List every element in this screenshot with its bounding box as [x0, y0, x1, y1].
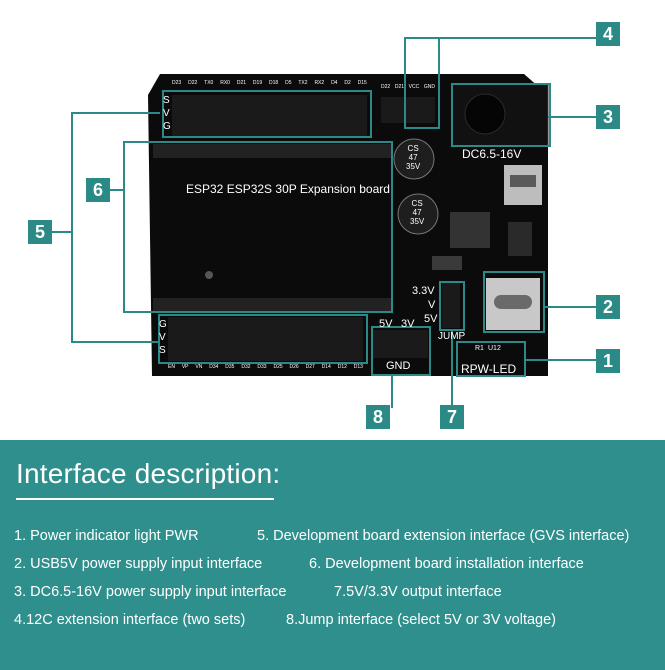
pin-label: TX2	[298, 80, 308, 86]
callout-outlines	[52, 37, 596, 408]
interface-item-4: 4.12C extension interface (two sets)	[14, 612, 246, 628]
pin-label: D35	[225, 364, 235, 370]
diode	[508, 222, 532, 256]
interface-item-1: 1. Power indicator light PWR	[14, 528, 199, 544]
jumper-3v-label: 3V	[401, 318, 415, 330]
callout-4: 4	[596, 22, 620, 46]
pin-label: RX0	[220, 80, 230, 86]
interface-heading: Interface description:	[16, 458, 281, 489]
bottom-gvs-header	[168, 317, 363, 361]
pin-label: D26	[289, 364, 299, 370]
pin-label: D2	[344, 80, 351, 86]
pin-label: EN	[168, 364, 175, 370]
u12-label: U12	[488, 345, 501, 352]
pin-label: D18	[269, 80, 279, 86]
gnd-label: GND	[386, 360, 411, 372]
pin-label: D25	[273, 364, 283, 370]
pin-label: VP	[181, 364, 189, 370]
pin-label: D33	[257, 364, 267, 370]
r1-label: R1	[475, 345, 484, 352]
pin-label: VCC	[408, 84, 420, 90]
pin-label: GND	[423, 84, 435, 90]
pin-label: D5	[285, 80, 292, 86]
interface-item-2: 2. USB5V power supply input interface	[14, 556, 263, 572]
pin-label: D34	[209, 364, 219, 370]
pin-label: RX2	[314, 80, 325, 86]
callout-2: 2	[596, 295, 620, 319]
jump-header	[442, 282, 460, 328]
interface-item-8: 8.Jump interface (select 5V or 3V voltag…	[286, 612, 556, 628]
pin-label: D4	[331, 80, 338, 86]
led-label: RPW-LED	[461, 362, 517, 376]
top-pin-labels: D23 D22 TX0 RX0 D21 D19 D18 D5 TX2 RX2 D4 D2 D15	[172, 80, 367, 94]
top-svg-letters: S V G	[163, 95, 171, 132]
volt-5-label: 5V	[424, 313, 438, 325]
bottom-pin-labels: EN VP VN D34 D35 D32 D33 D25 D26 D27 D14 D12 D13	[168, 364, 363, 378]
regulator-chip	[450, 212, 490, 248]
pin-label: TX0	[204, 80, 214, 86]
pin-label: D12	[337, 364, 347, 370]
pin-label: D14	[321, 364, 331, 370]
callout-8: 8	[366, 405, 390, 429]
pin-label: D19	[252, 80, 263, 86]
pin-label: VN	[195, 364, 203, 370]
board-title: ESP32 ESP32S 30P Expansion board	[186, 182, 390, 196]
pin-label: D13	[353, 364, 363, 370]
callout-6: 6	[86, 178, 110, 202]
board-illustration	[52, 37, 596, 408]
callout-3: 3	[596, 105, 620, 129]
mounting-hole	[205, 271, 213, 279]
bottom-gvs-letters: G V S	[159, 319, 167, 356]
capacitor-1	[393, 138, 435, 180]
top-gvs-header	[172, 95, 367, 137]
heading-underline	[16, 498, 274, 500]
small-component	[432, 256, 462, 270]
product-photo: ESP32 ESP32S 30P Expansion board DC6.5-1…	[28, 22, 620, 429]
callout-1: 1	[596, 349, 620, 373]
jumper-5v-label: 5V	[379, 318, 393, 330]
top-female-header	[153, 144, 393, 158]
interface-item-6: 6. Development board installation interf…	[309, 556, 584, 572]
i2c-header	[381, 97, 435, 123]
pin-label: D21	[394, 84, 405, 90]
callout-7: 7	[440, 405, 464, 429]
interface-panel	[0, 440, 665, 670]
interface-item-3: 3. DC6.5-16V power supply input interfac…	[14, 584, 287, 600]
dc-label: DC6.5-16V	[462, 147, 522, 161]
pin-label: D21	[236, 80, 247, 86]
pin-label: D15	[357, 80, 367, 86]
interface-item-7: 7.5V/3.3V output interface	[334, 584, 502, 600]
callout-5: 5	[28, 220, 52, 244]
capacitor-2	[397, 193, 439, 235]
jump-label: JUMP	[438, 331, 466, 342]
bottom-female-header	[153, 298, 393, 312]
pin-label: D27	[305, 364, 315, 370]
pin-label: D22	[381, 84, 391, 90]
volt-33-label: 3.3V	[412, 285, 435, 297]
interface-item-5: 5. Development board extension interface…	[257, 528, 630, 544]
volt-v-label: V	[428, 299, 436, 311]
capacitor-2-text: CS 47 35V	[410, 199, 425, 226]
capacitor-1-text: CS 47 35V	[406, 144, 421, 171]
pin-label: D23	[172, 80, 182, 86]
jumper-header	[372, 330, 428, 358]
pin-label: D32	[241, 364, 251, 370]
pin-label: D22	[188, 80, 198, 86]
